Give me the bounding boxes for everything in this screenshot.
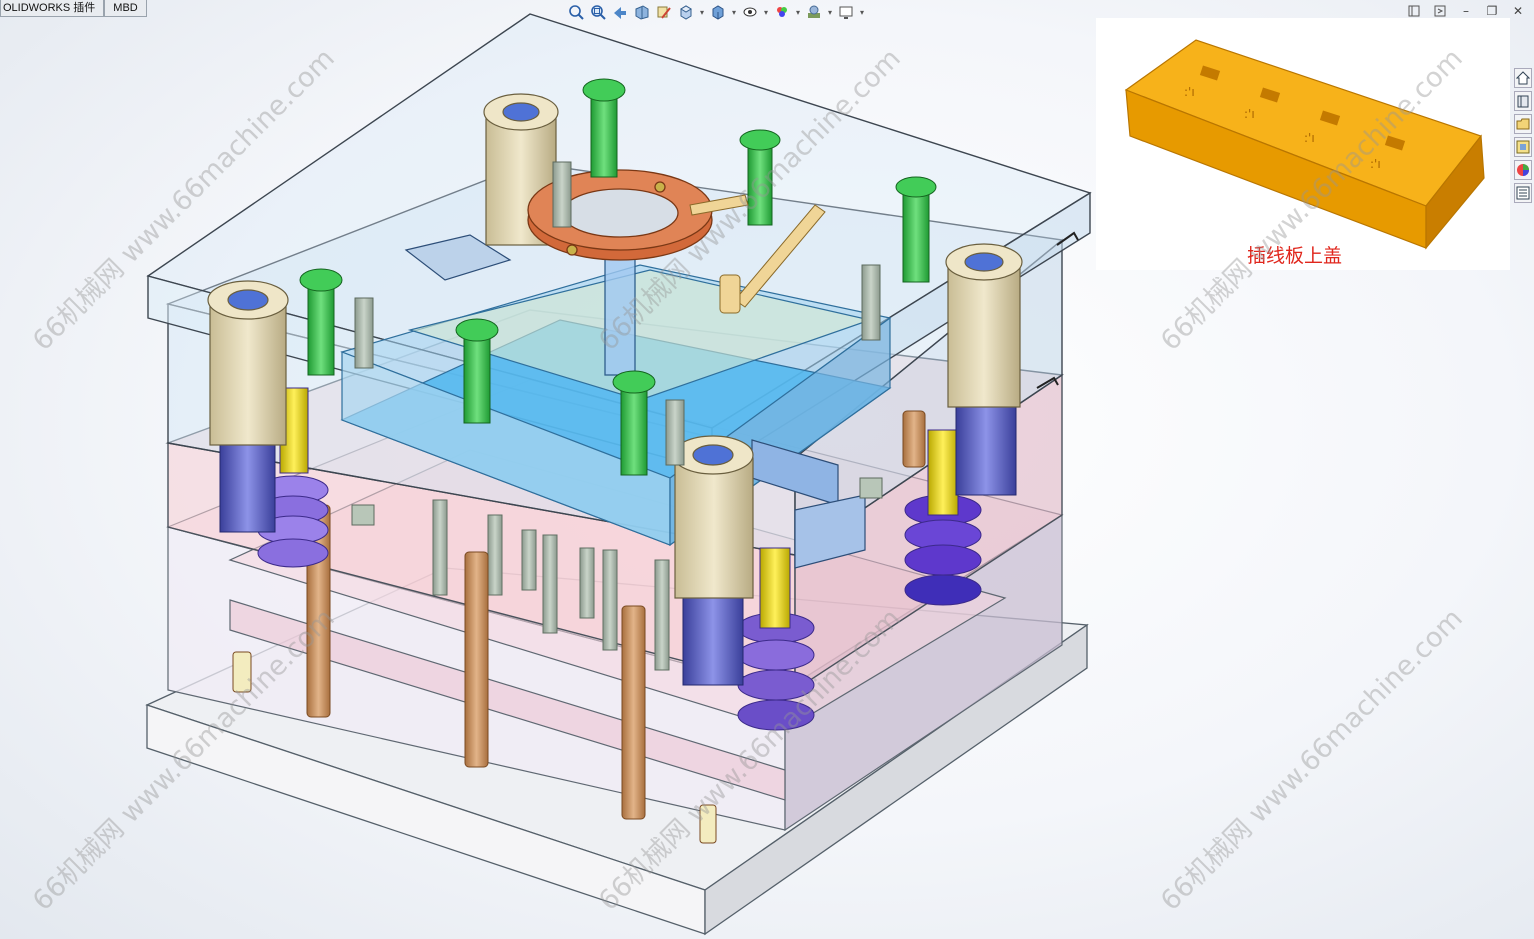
close-icon[interactable]: ✕ xyxy=(1512,4,1524,18)
file-explorer-icon[interactable] xyxy=(1514,114,1532,134)
corner-marks xyxy=(1036,231,1079,389)
zoom-to-fit-icon[interactable] xyxy=(566,3,586,21)
chevron-down-icon[interactable]: ▾ xyxy=(699,7,704,17)
dynamic-annotation-icon[interactable] xyxy=(654,3,674,21)
view-orientation-icon[interactable] xyxy=(676,3,696,21)
tab-solidworks-addins[interactable]: OLIDWORKS 插件 xyxy=(0,0,105,17)
cap-screws xyxy=(299,78,937,476)
restore-icon[interactable]: ❐ xyxy=(1486,4,1498,18)
ejector-pins xyxy=(432,499,670,671)
product-caption: 插线板上盖 xyxy=(1247,245,1343,267)
product-preview: :'ı :'ı :'ı :'ı xyxy=(1096,18,1510,270)
svg-text::'ı: :'ı xyxy=(1304,131,1315,145)
heads-up-view-toolbar: ▾ ▾ ▾ ▾ ▾ ▾ xyxy=(566,2,866,22)
window-controls: – ❐ ✕ xyxy=(1404,3,1528,19)
edit-appearance-icon[interactable] xyxy=(772,3,792,21)
task-pane-tabs xyxy=(1514,68,1534,203)
guide-bushes xyxy=(207,93,1023,599)
svg-text::'ı: :'ı xyxy=(1184,85,1195,99)
zoom-to-area-icon[interactable] xyxy=(588,3,608,21)
power-strip-cover-render: :'ı :'ı :'ı :'ı xyxy=(1124,39,1485,250)
chevron-down-icon[interactable]: ▾ xyxy=(763,7,768,17)
minimize-icon[interactable]: – xyxy=(1463,4,1469,18)
appearances-scenes-icon[interactable] xyxy=(1514,160,1532,180)
tile-vertical-icon[interactable] xyxy=(1430,3,1450,19)
view-settings-icon[interactable] xyxy=(836,3,856,21)
locating-ring xyxy=(527,169,713,376)
small-screws xyxy=(351,161,883,526)
apply-scene-icon[interactable] xyxy=(804,3,824,21)
guide-posts xyxy=(219,399,1017,686)
chevron-down-icon[interactable]: ▾ xyxy=(795,7,800,17)
custom-properties-icon[interactable] xyxy=(1514,183,1532,203)
svg-text::'ı: :'ı xyxy=(1244,107,1255,121)
tab-mbd[interactable]: MBD xyxy=(104,0,147,17)
design-library-icon[interactable] xyxy=(1514,91,1532,111)
previous-view-icon[interactable] xyxy=(610,3,630,21)
chevron-down-icon[interactable]: ▾ xyxy=(731,7,736,17)
svg-text::'ı: :'ı xyxy=(1370,157,1381,171)
command-manager-tabs: OLIDWORKS 插件 MBD xyxy=(0,0,147,18)
section-view-icon[interactable] xyxy=(632,3,652,21)
hide-show-items-icon[interactable] xyxy=(740,3,760,21)
view-palette-icon[interactable] xyxy=(1514,137,1532,157)
tile-horizontal-icon[interactable] xyxy=(1404,3,1424,19)
display-style-icon[interactable] xyxy=(708,3,728,21)
chevron-down-icon[interactable]: ▾ xyxy=(859,7,864,17)
cooling-channel xyxy=(689,194,826,314)
solidworks-resources-icon[interactable] xyxy=(1514,68,1532,88)
chevron-down-icon[interactable]: ▾ xyxy=(827,7,832,17)
